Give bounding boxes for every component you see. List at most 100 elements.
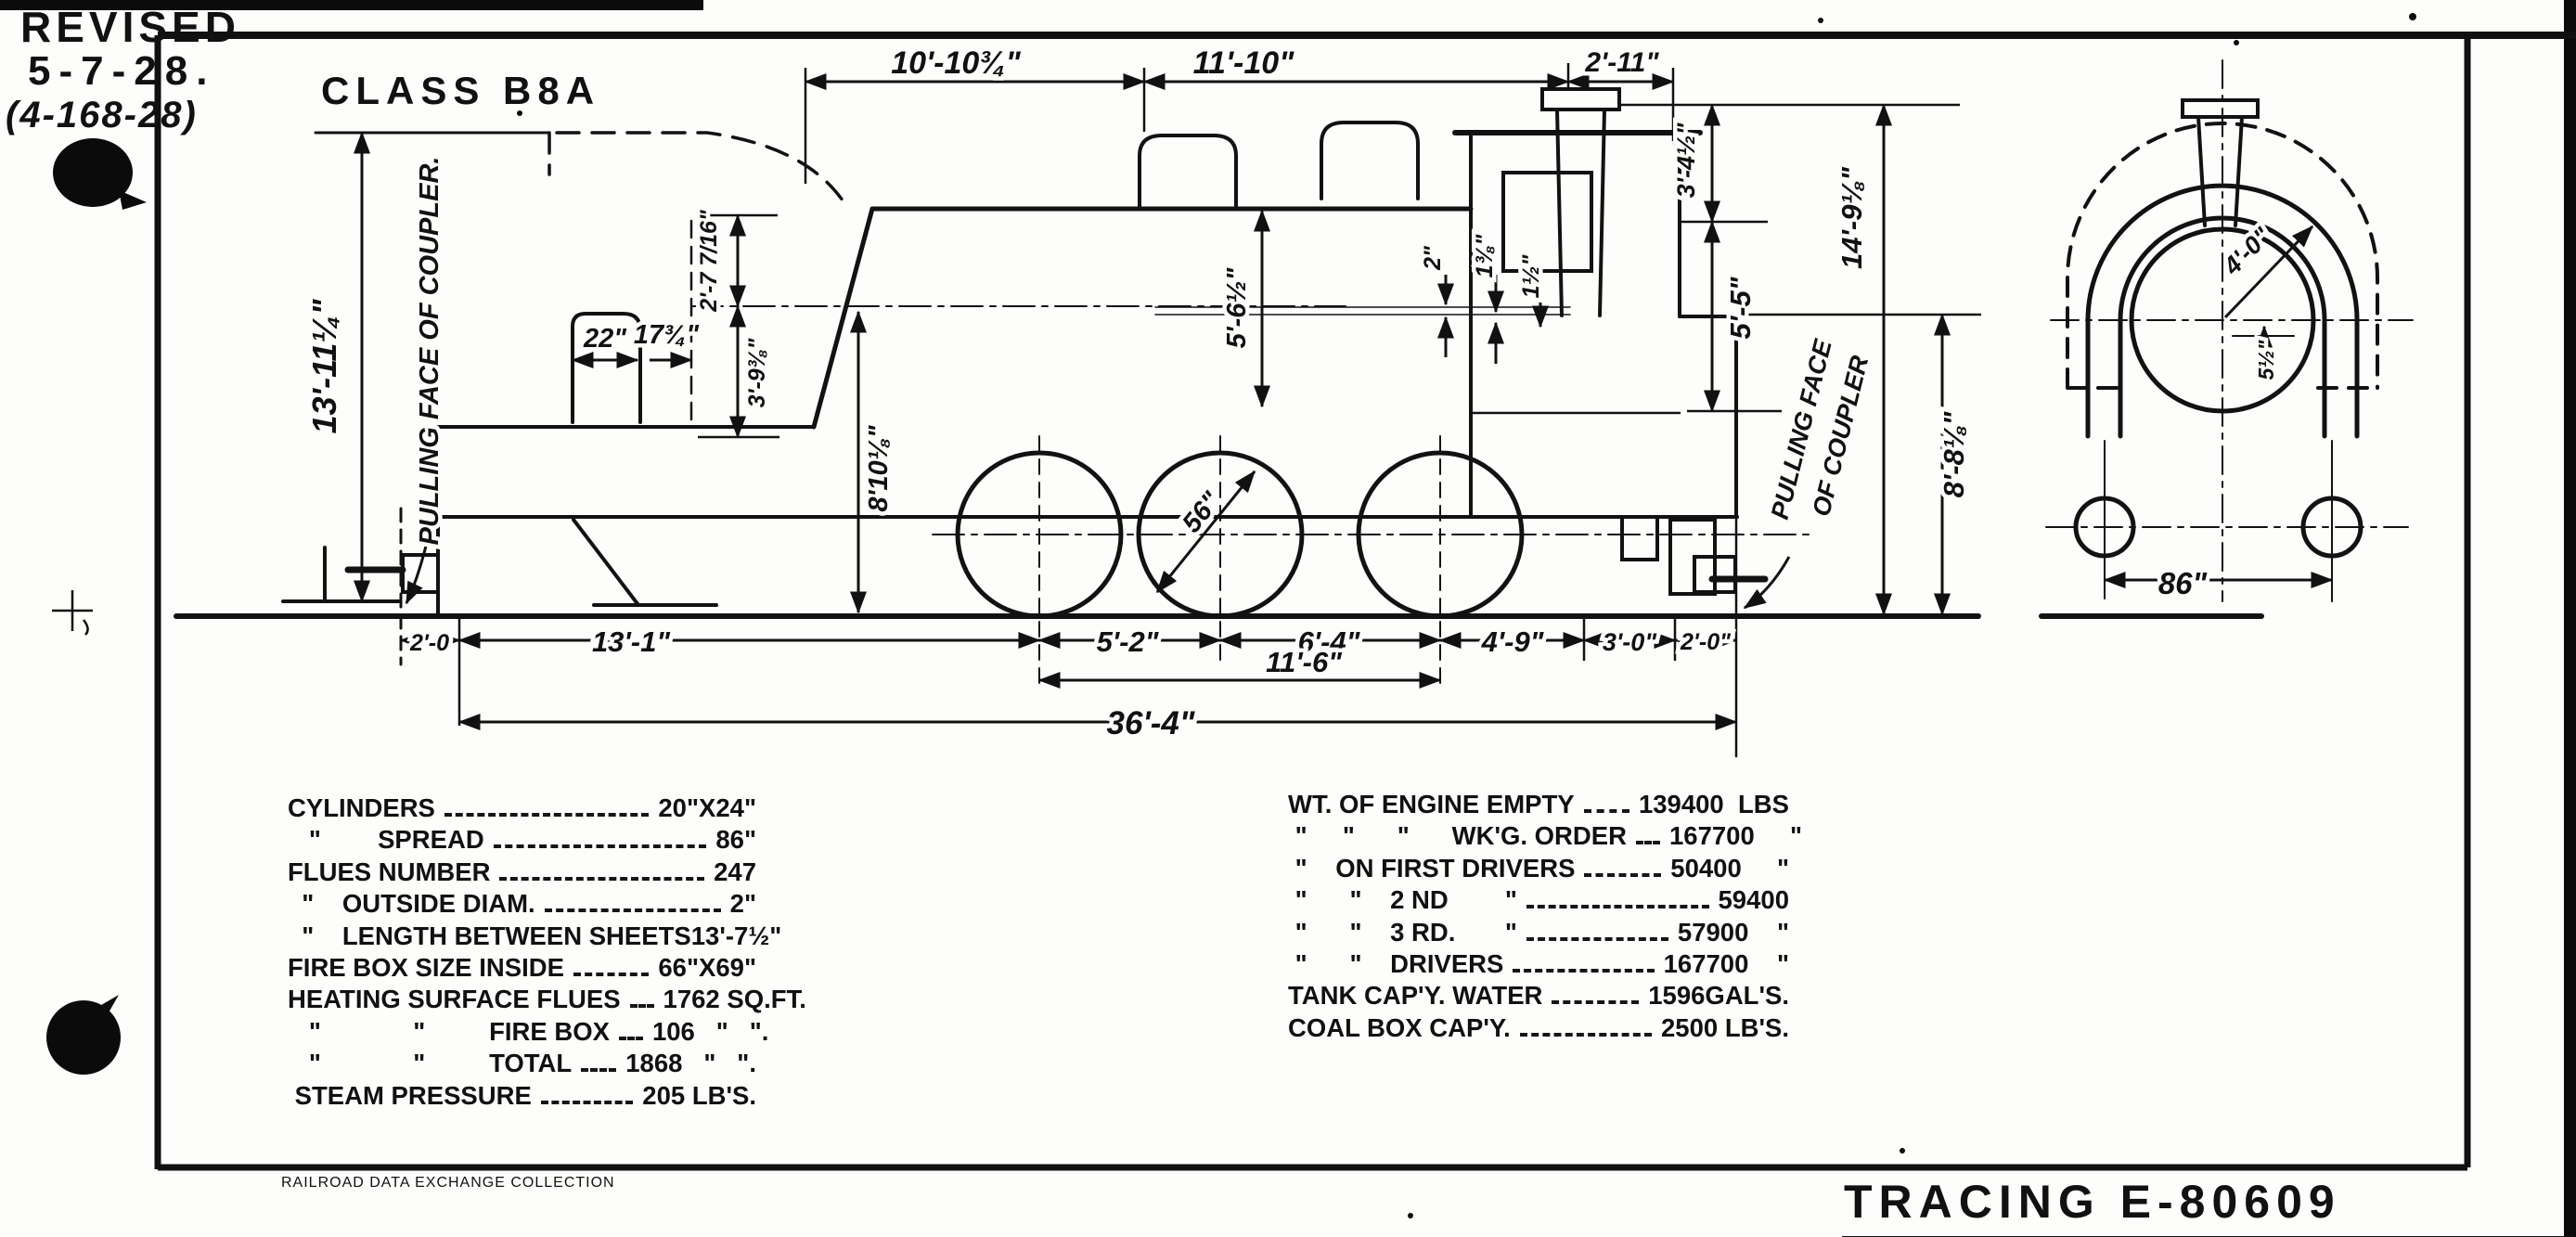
spec-label: STEAM PRESSURE [288, 1080, 532, 1110]
leader-dashes [1635, 841, 1660, 845]
spec-label: " LENGTH BETWEEN SHEETS [288, 921, 691, 950]
spec-row-left-9: STEAM PRESSURE 205 LB'S. [288, 1081, 756, 1113]
spec-label: " " DRIVERS [1288, 948, 1504, 978]
locomotive-side-elevation [174, 87, 1981, 758]
spec-label: " ON FIRST DRIVERS [1288, 853, 1576, 883]
spec-label: FIRE BOX SIZE INSIDE [288, 952, 564, 982]
spec-label: HEATING SURFACE FLUES [288, 985, 621, 1014]
dim-1-3-8: 1⅜" [1472, 234, 1498, 278]
spec-value: 86" [715, 825, 756, 855]
spec-row-left-8: " " TOTAL 1868 " ". [288, 1049, 756, 1080]
leader-dashes [493, 844, 707, 849]
spec-row-left-0: CYLINDERS 20"X24" [288, 793, 756, 825]
dim-bottom-3-0: 3'-0" [1603, 628, 1657, 656]
dim-top-3: 2'-11" [1584, 47, 1659, 78]
leader-dashes [1519, 1032, 1652, 1037]
spec-value: 50400 " [1670, 853, 1789, 883]
spec-value: 2" [729, 889, 756, 919]
leader-dashes [1526, 905, 1709, 909]
spec-label: " OUTSIDE DIAM. [288, 889, 535, 919]
spec-value: 167700 " [1663, 948, 1789, 978]
spec-value: 1868 " ". [625, 1049, 756, 1078]
dim-bottom-11-6: 11'-6" [1266, 646, 1343, 678]
leader-dashes [629, 1004, 654, 1009]
spec-label: TANK CAP'Y. WATER [1288, 981, 1543, 1011]
leader-dashes [444, 813, 650, 817]
tracing-number: TRACING E-80609 [1842, 1175, 2573, 1237]
spec-label: " SPREAD [288, 825, 484, 855]
spec-value: 66"X69" [658, 952, 756, 982]
leader-dashes [618, 1036, 643, 1040]
leader-dashes [540, 1100, 634, 1104]
dim-top-2: 11'-10" [1193, 45, 1295, 81]
spec-label: " " TOTAL [288, 1049, 573, 1078]
class-title: CLASS B8A [321, 69, 601, 112]
note-pulling-face-left: PULLING FACE OF COUPLER. [415, 157, 444, 546]
spec-row-left-2: FLUES NUMBER 247 [288, 857, 756, 889]
leader-dashes [1552, 1000, 1640, 1005]
spec-value: 13'-7½" [690, 921, 782, 950]
leader-dashes [1526, 936, 1668, 941]
dim-bottom-5-2: 5'-2" [1097, 625, 1160, 658]
dimension-lines [354, 63, 2334, 730]
dim-3-9-3-8: 3'-9⅜" [744, 337, 770, 407]
spec-row-left-5: FIRE BOX SIZE INSIDE 66"X69" [288, 953, 756, 985]
spec-label: COAL BOX CAP'Y. [1288, 1012, 1511, 1042]
margin-registration-mark [52, 590, 93, 636]
spec-label: FLUES NUMBER [288, 857, 491, 886]
spec-value: 139400 LBS [1638, 790, 1789, 818]
dim-2-7-7-16: 2'-7 7/16" [696, 209, 722, 313]
dim-bottom-2-0a: 2'-0 [409, 630, 449, 656]
spec-label: WT. OF ENGINE EMPTY [1288, 790, 1575, 818]
dim-14-9-1-8: 14'-9⅛" [1835, 166, 1868, 269]
dim-8-8-1-8: 8'-8⅛" [1938, 410, 1970, 497]
leader-dashes [1583, 809, 1629, 813]
spec-label: " " 2 ND " [1288, 885, 1517, 915]
revision-line-2: 5-7-28. [28, 48, 216, 94]
spec-row-left-1: " SPREAD 86" [288, 825, 756, 857]
dim-bottom-2-0b: 2'-0" [1680, 629, 1732, 655]
dim-bottom-4-9: 4'-9" [1481, 625, 1545, 658]
dim-22: 22" [583, 324, 627, 354]
hole-punch-top [53, 138, 133, 207]
spec-row-right-0: WT. OF ENGINE EMPTY 139400 LBS [1288, 790, 1789, 821]
leader-dashes [581, 1068, 617, 1073]
locomotive-front-view [2039, 59, 2414, 619]
dim-3-4-1-2: 3'-4½" [1672, 122, 1700, 198]
spec-label: " " FIRE BOX [288, 1016, 610, 1046]
sheet-border [154, 32, 2576, 1171]
dim-8-10-1-8: 8'10⅛" [864, 424, 894, 511]
spec-label: CYLINDERS [288, 793, 435, 822]
leader-dashes [1513, 968, 1655, 973]
dim-2in: 2" [1420, 245, 1446, 271]
spec-value: 247 [714, 857, 756, 886]
spec-value: 20"X24" [658, 793, 756, 822]
boiler-circle [2129, 226, 2316, 414]
spec-row-right-3: " " 2 ND "59400 [1288, 885, 1789, 917]
spec-row-left-6: HEATING SURFACE FLUES 1762 SQ.FT. [288, 985, 806, 1016]
dim-bottom-6-4: 6'-4" [1298, 625, 1361, 658]
spec-value: 167700 " [1668, 821, 1802, 851]
dim-bottom-13-1: 13'-1" [592, 625, 671, 658]
dim-bottom-36-4: 36'-4" [1107, 705, 1195, 741]
leader-dashes [499, 876, 705, 881]
dim-86: 86" [2158, 566, 2208, 600]
spec-row-right-7: COAL BOX CAP'Y.2500 LB'S. [1288, 1013, 1789, 1045]
spec-value: 1762 SQ.FT. [663, 985, 806, 1014]
dim-5-1-2: 5½" [2254, 339, 2278, 380]
dim-5-6-1-2: 5'-6½" [1222, 266, 1252, 348]
spec-row-right-4: " " 3 RD. "57900 " [1288, 918, 1789, 949]
leader-dashes [573, 972, 650, 976]
dim-17-3-4: 17¾" [634, 320, 700, 350]
spec-value: 205 LB'S. [642, 1080, 756, 1110]
leader-dashes [1584, 872, 1662, 877]
leader-dashes [544, 908, 721, 913]
